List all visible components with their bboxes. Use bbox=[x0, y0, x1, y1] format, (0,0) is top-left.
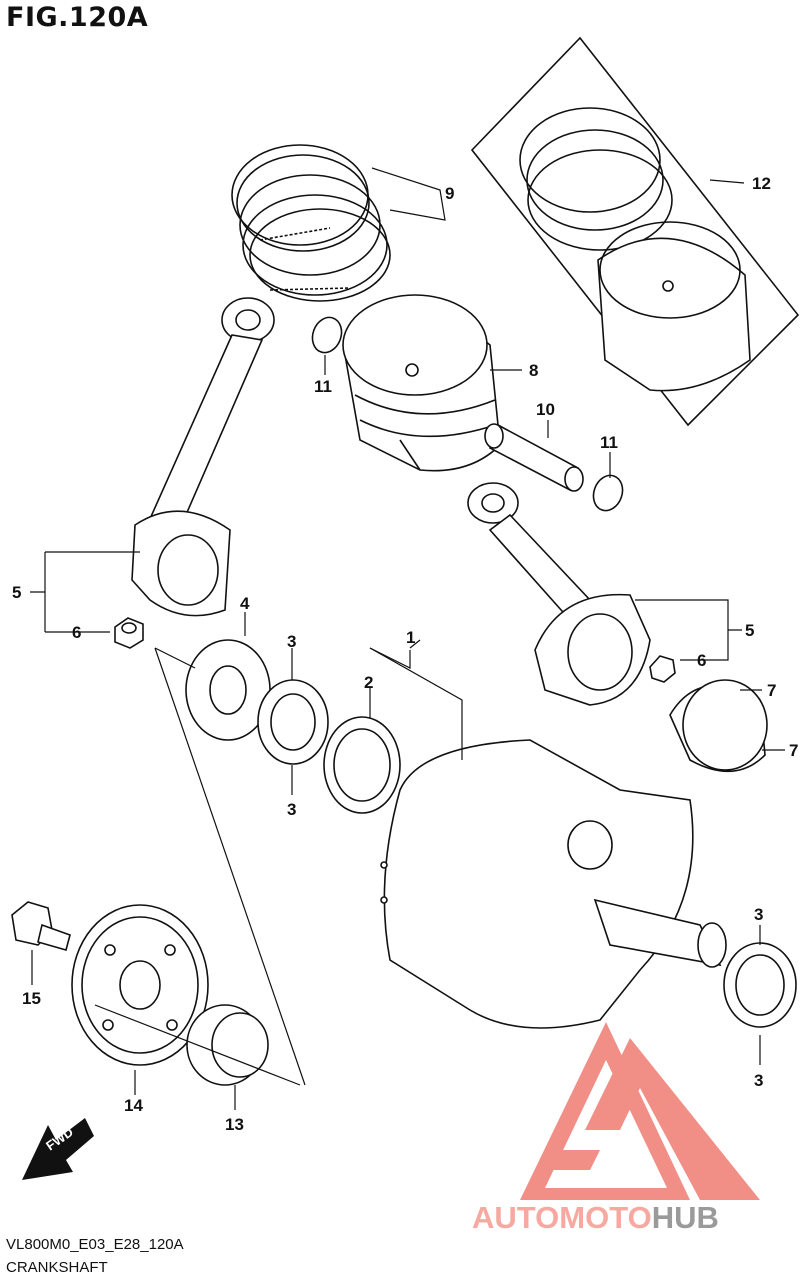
crankshaft bbox=[380, 739, 727, 1029]
connecting-rod-right bbox=[467, 482, 651, 706]
conrod-bearings bbox=[669, 679, 768, 773]
thrust-ring bbox=[323, 716, 401, 814]
callout-numbers: 1 2 3 3 3 3 4 5 5 6 6 7 7 8 9 10 11 11 1… bbox=[12, 174, 798, 1134]
conrod-nut-right bbox=[649, 655, 676, 683]
piston-pin bbox=[484, 423, 584, 492]
callout-7-lower: 7 bbox=[789, 741, 798, 760]
callout-12: 12 bbox=[752, 174, 771, 193]
crank-bolt bbox=[11, 901, 71, 951]
piston bbox=[342, 294, 501, 472]
conrod-nut-left bbox=[114, 617, 144, 649]
watermark-part1: AUTOMOTO bbox=[472, 1200, 652, 1235]
callout-5-left: 5 bbox=[12, 583, 21, 602]
crank-bearings-left bbox=[257, 679, 329, 765]
callout-13: 13 bbox=[225, 1115, 244, 1134]
callout-2: 2 bbox=[364, 673, 373, 692]
callout-4: 4 bbox=[240, 594, 250, 613]
figure-name: CRANKSHAFT bbox=[6, 1259, 108, 1276]
group-outline bbox=[94, 647, 463, 1086]
callout-1: 1 bbox=[406, 628, 415, 647]
leader-lines bbox=[30, 167, 785, 1110]
watermark-logo bbox=[520, 1022, 760, 1200]
piston-ring-set bbox=[231, 144, 391, 302]
callout-3-right-lower: 3 bbox=[754, 1071, 763, 1090]
callout-6-left: 6 bbox=[72, 623, 81, 642]
splined-gear bbox=[186, 1004, 269, 1086]
callout-5-right: 5 bbox=[745, 621, 754, 640]
callout-14: 14 bbox=[124, 1096, 143, 1115]
connecting-rod-left bbox=[131, 297, 275, 617]
callout-10: 10 bbox=[536, 400, 555, 419]
watermark-part2: HUB bbox=[652, 1200, 719, 1235]
piston-kit-box bbox=[470, 36, 800, 427]
callout-7-upper: 7 bbox=[767, 681, 776, 700]
crank-bearings-right bbox=[723, 942, 797, 1028]
watermark-text: AUTOMOTOHUB bbox=[472, 1200, 719, 1235]
callout-15: 15 bbox=[22, 989, 41, 1008]
callout-6-right: 6 bbox=[697, 651, 706, 670]
figure-code: VL800M0_E03_E28_120A bbox=[6, 1236, 184, 1253]
callout-3-lower: 3 bbox=[287, 800, 296, 819]
primary-drive-gear bbox=[71, 904, 209, 1066]
figure-title: FIG.120A bbox=[6, 2, 149, 33]
callout-11-left: 11 bbox=[314, 377, 332, 396]
callout-11-right: 11 bbox=[600, 433, 618, 452]
piston-pin-circlips bbox=[311, 316, 624, 512]
callout-3-right-upper: 3 bbox=[754, 905, 763, 924]
callout-8: 8 bbox=[529, 361, 538, 380]
fwd-arrow-icon: FWD bbox=[22, 1118, 94, 1180]
svg-text:AUTOMOTOHUB: AUTOMOTOHUB bbox=[472, 1200, 719, 1235]
callout-3-upper: 3 bbox=[287, 632, 296, 651]
callout-9: 9 bbox=[445, 184, 454, 203]
